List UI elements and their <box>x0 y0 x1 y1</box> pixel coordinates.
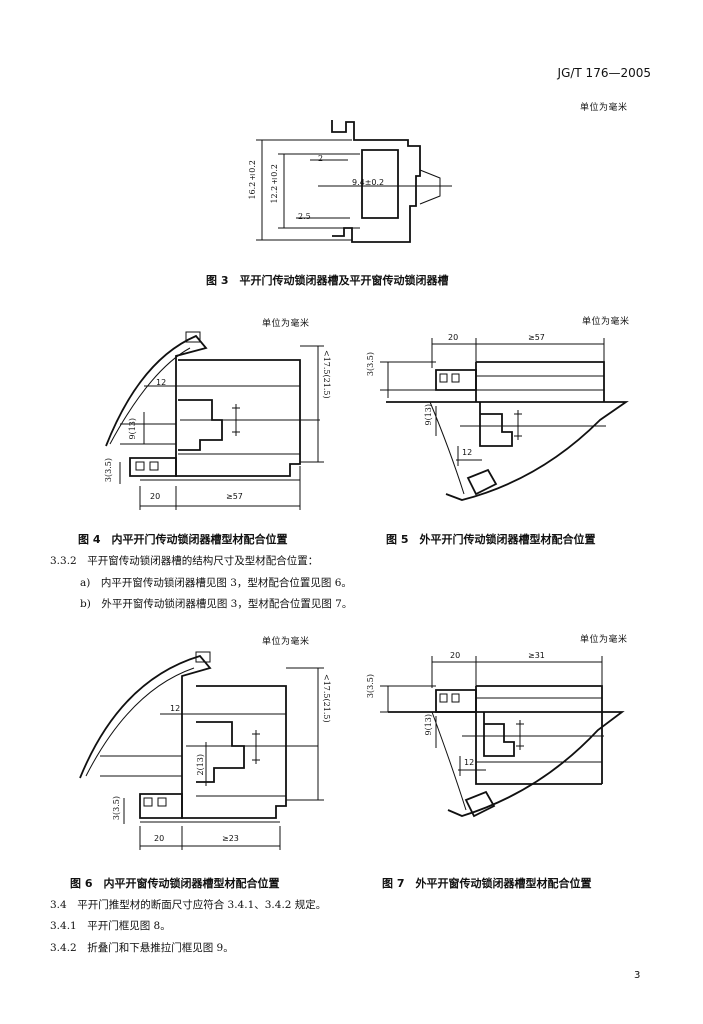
fig4-caption: 图 4 内平开门传动锁闭器槽型材配合位置 <box>78 533 288 546</box>
section-3-3-2-item-b: b) 外平开窗传动锁闭器槽见图 3，型材配合位置见图 7。 <box>80 598 353 610</box>
fig5-dim-20: 20 <box>448 333 459 342</box>
fig5-dim-12: 12 <box>462 448 473 457</box>
fig7-caption: 图 7 外平开窗传动锁闭器槽型材配合位置 <box>382 877 592 890</box>
section-3-4: 3.4 平开门推型材的断面尺寸应符合 3.4.1、3.4.2 规定。 <box>50 899 327 911</box>
standard-number: JG/T 176—2005 <box>557 66 651 80</box>
fig5-unit-label: 单位为毫米 <box>582 317 630 327</box>
section-3-3-2-title: 3.3.2 平开窗传动锁闭器槽的结构尺寸及型材配合位置： <box>50 555 319 567</box>
fig4-unit-label: 单位为毫米 <box>262 319 310 329</box>
section-3-4-1: 3.4.1 平开门框见图 8。 <box>50 920 171 932</box>
fig3-caption: 图 3 平开门传动锁闭器槽及平开窗传动锁闭器槽 <box>206 274 449 287</box>
fig4-dim-20: 20 <box>150 492 161 501</box>
fig4-dim-17-5: <17.5(21.5) <box>322 350 331 399</box>
fig6-dim-17-5: <17.5(21.5) <box>322 674 331 723</box>
fig6-unit-label: 单位为毫米 <box>262 637 310 647</box>
fig3-dim-9-4: 9.4±0.2 <box>352 178 385 187</box>
fig7-dim-12: 12 <box>464 758 475 767</box>
fig7-unit-label: 单位为毫米 <box>580 635 628 645</box>
fig6-dim-20: 20 <box>154 834 165 843</box>
fig6-dim-12: 12 <box>170 704 181 713</box>
fig6-caption: 图 6 内平开窗传动锁闭器槽型材配合位置 <box>70 877 280 890</box>
fig6-dim-23: ≥23 <box>222 834 239 843</box>
fig7-dim-31: ≥31 <box>528 651 545 660</box>
section-3-4-2: 3.4.2 折叠门和下悬推拉门框见图 9。 <box>50 942 234 954</box>
fig4-dim-57: ≥57 <box>226 492 243 501</box>
fig3-dim-2: 2 <box>318 154 324 163</box>
fig3-unit-label: 单位为毫米 <box>580 103 628 113</box>
page-number: 3 <box>634 970 641 981</box>
section-3-3-2-item-a: a) 内平开窗传动锁闭器槽见图 3，型材配合位置见图 6。 <box>80 577 352 589</box>
fig3-dim-2-5: 2.5 <box>298 212 311 221</box>
fig5-dim-57: ≥57 <box>528 333 545 342</box>
fig7-dim-9-13: 9(13) <box>424 714 433 736</box>
fig7-dim-20: 20 <box>450 651 461 660</box>
fig5-caption: 图 5 外平开门传动锁闭器槽型材配合位置 <box>386 533 596 546</box>
fig7-dim-3-3-5: 3(3.5) <box>366 674 375 699</box>
fig4-dim-12: 12 <box>156 378 167 387</box>
